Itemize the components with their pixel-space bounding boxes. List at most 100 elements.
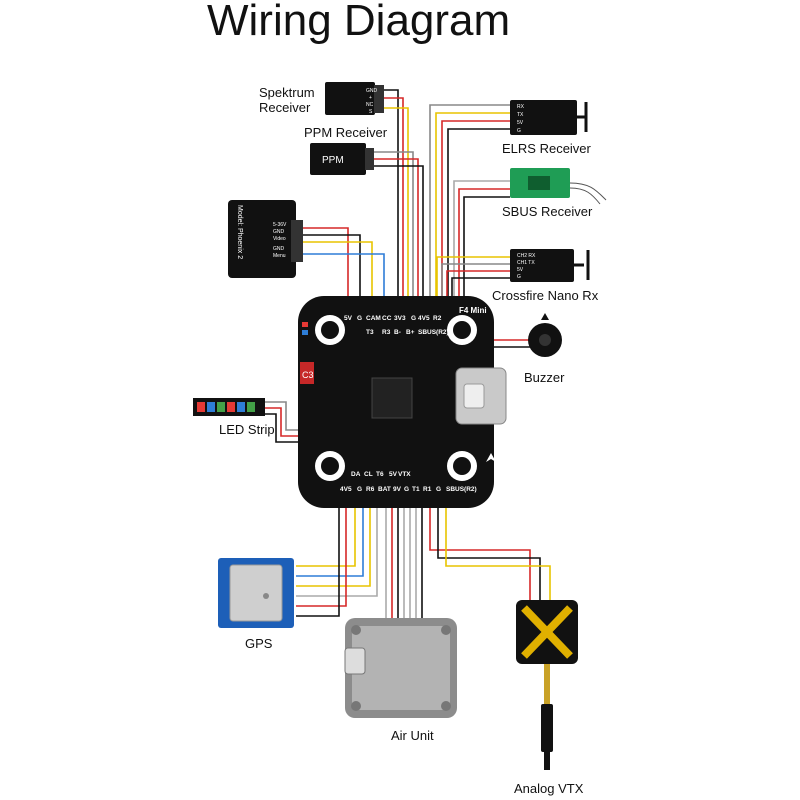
crossfire-pin-g: G (517, 274, 521, 280)
wire-sbus-5v (458, 188, 510, 298)
fc-pad-t1: T1 (412, 486, 420, 493)
led-strip-label: LED Strip (219, 422, 275, 437)
fc-badge-text: C3 (302, 370, 314, 380)
wire-vtx-video (445, 505, 551, 600)
led-strip-led-3 (217, 402, 225, 412)
fc-pad-r6: R6 (366, 486, 375, 493)
spektrum-pin-plus: + (369, 95, 372, 101)
vtx-label: Analog VTX (514, 781, 584, 796)
wire-elrs-tx (435, 112, 510, 298)
wire-camera-video (303, 241, 373, 298)
fc-pad-cc: CC (382, 315, 392, 322)
wire-ppm-5v (374, 158, 419, 298)
elrs-pin-tx: TX (517, 112, 524, 118)
wire-ppm-signal (374, 151, 414, 298)
crossfire-body (510, 249, 574, 282)
fc-pad-t6: T6 (376, 471, 384, 478)
spektrum-body (325, 82, 375, 115)
analog-vtx: Analog VTX (514, 600, 584, 796)
fc-pad-5v: 5V (344, 315, 353, 322)
led-strip-led-4 (227, 402, 235, 412)
spektrum-label-line1: Spektrum (259, 85, 315, 100)
fc-pad-sbus-top: SBUS(R2) (418, 329, 449, 336)
air-unit-label: Air Unit (391, 728, 434, 743)
spektrum-label-line2: Receiver (259, 100, 311, 115)
wire-vtx-gnd (437, 505, 541, 600)
wire-gps-tx (296, 505, 371, 587)
camera-phoenix2: Model: Phoenix 2 5-36V GND Video GND Men… (228, 200, 303, 278)
wire-elrs-5v (441, 120, 510, 298)
led-strip-led-1 (197, 402, 205, 412)
wire-elrs-gnd (447, 128, 510, 298)
camera-body (228, 200, 296, 278)
wire-led-gnd (265, 413, 298, 443)
elrs-antenna-icon (577, 102, 588, 132)
flight-controller: C3 F4 Mini 5V G CAM CC 3V3 G 4V5 R2 T3 R… (298, 296, 507, 508)
elrs-pin-g: G (517, 128, 521, 134)
wire-camera-power (303, 227, 349, 298)
spektrum-pin-gnd: GND (366, 88, 378, 94)
elrs-body (510, 100, 577, 135)
wire-gps-scl (296, 505, 364, 577)
led-strip-led-2 (207, 402, 215, 412)
fc-pad-bminus: B- (394, 329, 401, 336)
spektrum-pin-nc: NC (366, 102, 374, 108)
fc-forward-arrow-icon (486, 453, 496, 462)
fc-pad-bat: BAT (378, 486, 391, 493)
wire-gps-gnd (296, 505, 340, 617)
crossfire-label: Crossfire Nano Rx (492, 288, 599, 303)
camera-model-text: Model: Phoenix 2 (236, 205, 243, 259)
wire-spektrum-3v3 (384, 97, 404, 298)
fc-pad-4v5: 4V5 (418, 315, 430, 322)
fc-pad-g-b: G (357, 486, 362, 493)
wire-ppm-gnd (374, 165, 424, 298)
gps-module: GPS (218, 558, 294, 651)
wire-crossfire-ch2 (436, 256, 510, 298)
wire-crossfire-5v (446, 270, 510, 298)
fc-pad-g-b2: G (404, 486, 409, 493)
wire-gps-5v (296, 505, 347, 607)
crossfire-pin-ch2: CH2 RX (517, 253, 536, 259)
air-unit-usb-port (344, 647, 366, 675)
crossfire-antenna-icon (574, 250, 590, 280)
ppm-body (310, 143, 366, 175)
fc-pad-sbus-bottom: SBUS(R2) (446, 486, 477, 493)
fc-pad-vtx: VTX (398, 471, 411, 478)
camera-pin-gnd2: GND (273, 246, 285, 252)
elrs-receiver: RX TX 5V G ELRS Receiver (502, 100, 592, 156)
fc-pad-4v5-b: 4V5 (340, 486, 352, 493)
spektrum-receiver: GND + NC S Spektrum Receiver (259, 82, 384, 115)
camera-pin-video: Video (273, 236, 286, 242)
crossfire-receiver: CH2 RX CH1 TX 5V G Crossfire Nano Rx (492, 249, 599, 303)
wire-camera-gnd (303, 234, 361, 298)
gps-label: GPS (245, 636, 273, 651)
camera-pin-power: 5-36V (273, 222, 287, 228)
sbus-antenna-icon (569, 182, 607, 205)
elrs-pin-rx: RX (517, 104, 525, 110)
fc-pad-g-b3: G (436, 486, 441, 493)
fc-pad-da: DA (351, 471, 361, 478)
wire-led-data (265, 401, 298, 431)
led-strip-led-5 (237, 402, 245, 412)
wire-led-5v (265, 407, 298, 437)
fc-pad-3v3: 3V3 (394, 315, 406, 322)
fc-pad-r3: R3 (382, 329, 391, 336)
spektrum-pin-s: S (369, 109, 373, 115)
wire-elrs-rx (429, 104, 510, 298)
air-unit: Air Unit (344, 618, 457, 743)
fc-pad-9v: 9V (393, 486, 402, 493)
wire-spektrum-signal (384, 107, 409, 298)
elrs-pin-5v: 5V (517, 120, 524, 126)
wire-camera-menu (303, 253, 385, 298)
fc-pad-g: G (357, 315, 362, 322)
led-strip-led-6 (247, 402, 255, 412)
fc-pad-g2: G (411, 315, 416, 322)
vtx-antenna-connector (541, 704, 553, 752)
fc-led-red (302, 322, 308, 327)
wire-gps-rx (296, 505, 378, 597)
fc-pad-r2: R2 (433, 315, 442, 322)
sbus-label: SBUS Receiver (502, 204, 593, 219)
ppm-box-text: PPM (322, 155, 344, 166)
fc-pad-t3: T3 (366, 329, 374, 336)
